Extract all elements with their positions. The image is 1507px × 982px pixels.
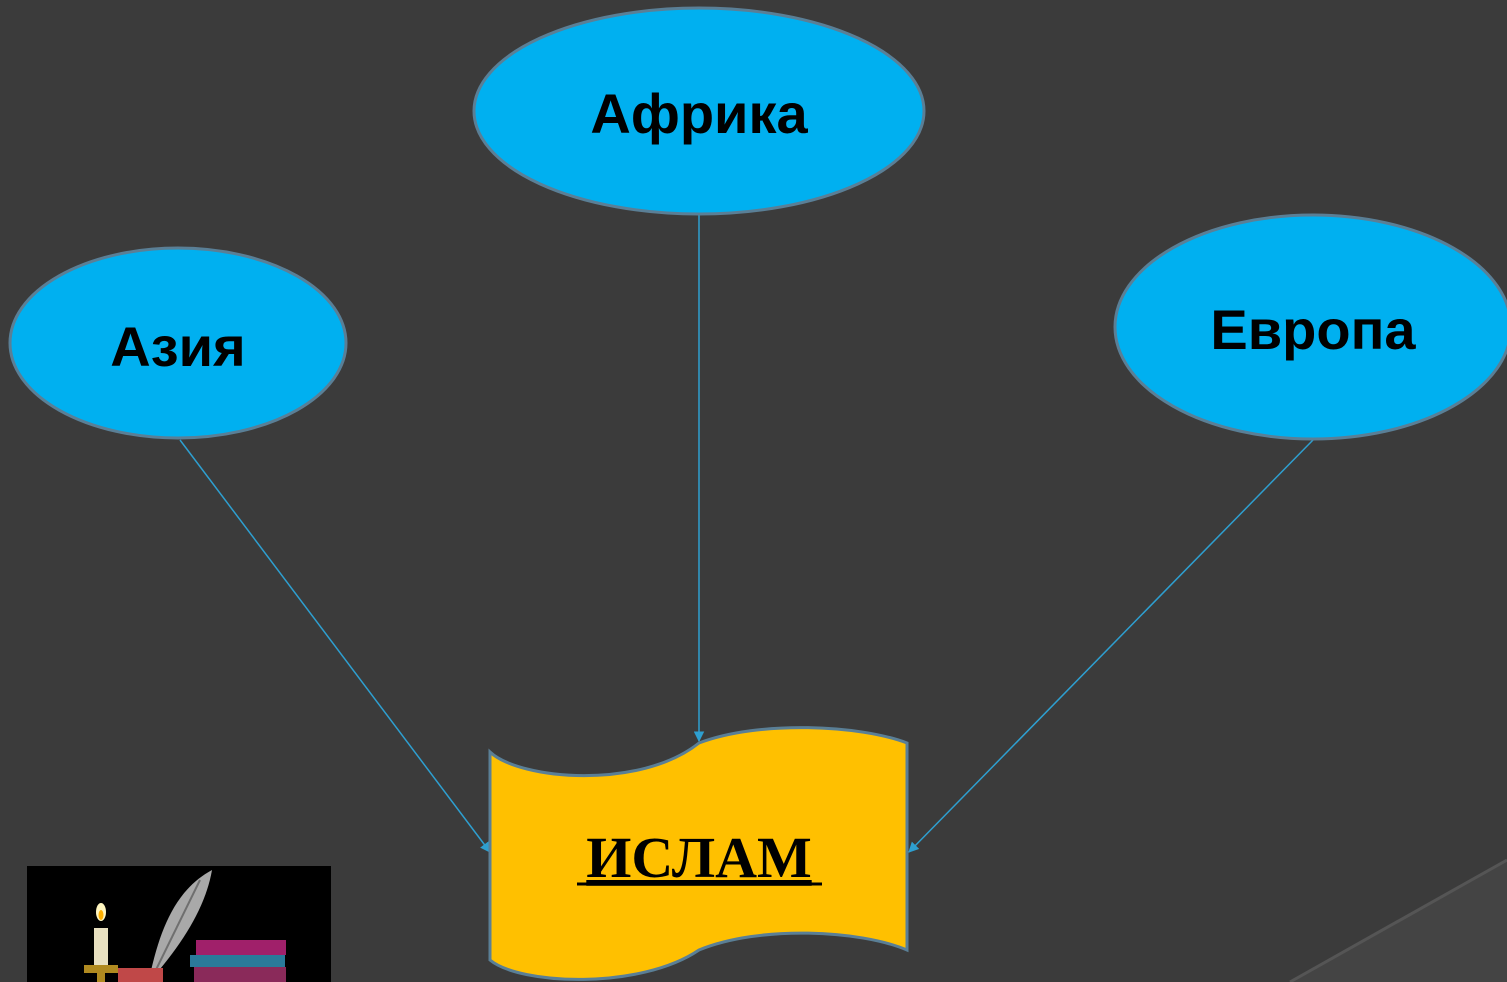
corner-decoration-edge [1289, 858, 1507, 982]
node-europe[interactable]: Европа [1113, 213, 1507, 441]
candle-quill-books-icon [27, 866, 331, 982]
connector-europe [908, 439, 1314, 853]
node-africa-label: Африка [590, 82, 808, 145]
node-africa[interactable]: Африка [472, 6, 926, 216]
connector-asia [179, 439, 491, 853]
node-asia-label: Азия [110, 315, 245, 378]
center-banner-label: ИСЛАМ [586, 825, 811, 890]
node-europe-label: Европа [1210, 298, 1416, 361]
node-asia[interactable]: Азия [8, 246, 348, 440]
center-banner[interactable]: ИСЛАМ [488, 726, 909, 981]
